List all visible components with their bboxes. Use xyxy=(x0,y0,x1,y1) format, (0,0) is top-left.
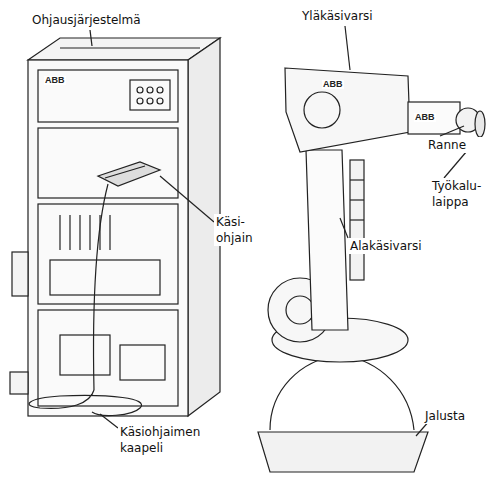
part-label: Ohjausjärjestelmä xyxy=(30,12,174,28)
part-label: Jalusta xyxy=(423,408,497,424)
part-label: Työkalu- laippa xyxy=(430,178,496,210)
part-label: Käsi- ohjain xyxy=(214,214,273,246)
part-label: Ranne xyxy=(426,137,490,153)
part-label: Alakäsivarsi xyxy=(348,238,462,254)
brand-logo: ABB xyxy=(414,113,436,122)
part-label: Yläkäsivarsi xyxy=(300,8,414,24)
brand-logo: ABB xyxy=(44,76,66,85)
brand-logo: ABB xyxy=(322,80,344,89)
part-label: Käsiohjaimen kaapeli xyxy=(118,424,222,456)
